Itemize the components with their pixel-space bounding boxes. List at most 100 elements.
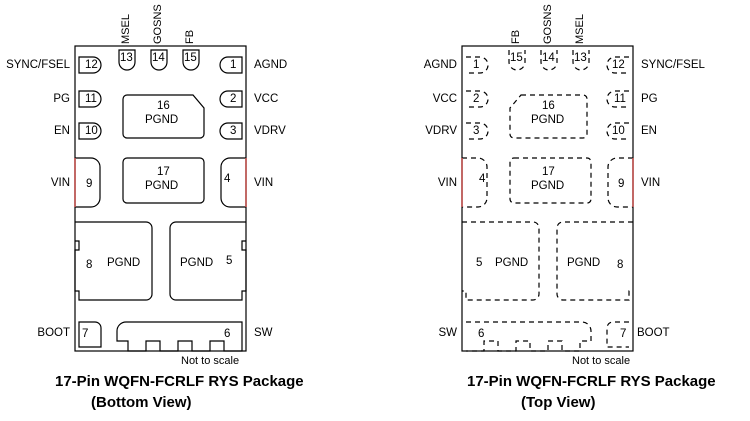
top-pad-17 <box>509 157 592 204</box>
top-pin-15 <box>508 50 526 71</box>
top-left-label-3: VDRV <box>425 125 457 137</box>
top-view <box>461 45 634 352</box>
bottom-pin-11 <box>78 90 102 108</box>
top-caption-line2: (Top View) <box>521 394 596 411</box>
bottom-pin-num-7: 7 <box>82 328 89 340</box>
top-right-label-11: PG <box>641 93 658 105</box>
bottom-pin-9 <box>75 157 101 208</box>
bottom-pin-12 <box>78 56 102 74</box>
top-top-label-15: FB <box>510 29 522 44</box>
top-pad-17-name: PGND <box>531 180 565 192</box>
top-pin-10 <box>606 122 629 140</box>
bottom-pin-num-1: 1 <box>230 59 237 71</box>
bottom-caption-line2: (Bottom View) <box>91 394 192 411</box>
top-pgnd-left <box>462 221 540 301</box>
top-right-label-10: EN <box>641 125 657 137</box>
bottom-right-label-1: AGND <box>254 59 288 71</box>
top-left-label-2: VCC <box>432 93 457 105</box>
top-pin-2 <box>466 90 489 108</box>
bottom-pin-3 <box>219 122 243 140</box>
bottom-pin-num-4: 4 <box>224 173 231 185</box>
bottom-pin-num-12: 12 <box>85 59 98 71</box>
bottom-pin-15 <box>182 49 200 71</box>
top-pad-16-num: 16 <box>542 100 555 112</box>
top-pin-num-8: 8 <box>617 259 624 271</box>
bottom-right-label-2: VCC <box>254 93 279 105</box>
bottom-left-label-7: BOOT <box>37 327 70 339</box>
top-pin-num-12: 12 <box>612 59 625 71</box>
top-pin-num-5: 5 <box>476 257 483 269</box>
bottom-top-label-13: MSEL <box>120 14 132 44</box>
bottom-pin-14 <box>150 49 168 71</box>
top-right-label-9: VIN <box>641 177 661 189</box>
top-pin-num-6: 6 <box>478 328 485 340</box>
bottom-package-outline <box>74 45 247 352</box>
bottom-left-label-11: PG <box>53 93 70 105</box>
top-pin-num-15: 15 <box>510 52 523 64</box>
top-pgnd-left-label: PGND <box>495 257 529 269</box>
top-pad-17-num: 17 <box>542 166 555 178</box>
bottom-pad-16-name: PGND <box>145 114 179 126</box>
bottom-pgnd-left-label: PGND <box>107 257 141 269</box>
top-pin-13 <box>572 50 590 71</box>
bottom-pin-1 <box>219 56 243 74</box>
top-pin-num-1: 1 <box>473 59 480 71</box>
bottom-pgnd-right-label: PGND <box>180 257 214 269</box>
bottom-pad-17-num: 17 <box>157 166 170 178</box>
bottom-pin-num-6: 6 <box>224 328 231 340</box>
top-pin-num-9: 9 <box>618 178 625 190</box>
bottom-pin-num-15: 15 <box>184 52 197 64</box>
bottom-pin-2 <box>219 90 243 108</box>
bottom-pin-4 <box>220 157 246 208</box>
top-pin-6-strip <box>466 321 592 352</box>
top-caption-line1: 17-Pin WQFN-FCRLF RYS Package <box>467 373 716 390</box>
bottom-pin-num-11: 11 <box>85 93 97 105</box>
bottom-caption-line1: 17-Pin WQFN-FCRLF RYS Package <box>55 373 304 390</box>
bottom-pin-num-8: 8 <box>86 259 93 271</box>
bottom-pad-17-name: PGND <box>145 180 179 192</box>
top-top-label-14: GOSNS <box>542 4 554 44</box>
top-left-label-4: VIN <box>437 177 457 189</box>
top-pad-16-name: PGND <box>531 114 565 126</box>
top-pin-12 <box>606 56 629 74</box>
bottom-pin-num-3: 3 <box>230 125 237 137</box>
top-left-label-1: AGND <box>423 59 457 71</box>
top-pad-16 <box>509 94 588 139</box>
top-pgnd-right-label: PGND <box>567 257 601 269</box>
bottom-pin-num-9: 9 <box>86 178 93 190</box>
bottom-pin-13 <box>118 49 136 71</box>
bottom-right-label-6: SW <box>254 327 273 339</box>
top-right-label-12: SYNC/FSEL <box>641 59 705 71</box>
top-pin-11 <box>606 90 629 108</box>
bottom-note: Not to scale <box>181 355 240 367</box>
top-pin-num-13: 13 <box>574 52 587 64</box>
bottom-pad-17 <box>122 157 205 204</box>
bottom-left-label-12: SYNC/FSEL <box>6 59 70 71</box>
bottom-pin-num-10: 10 <box>85 125 98 137</box>
bottom-top-label-14: GOSNS <box>152 4 164 44</box>
bottom-left-label-9: VIN <box>50 177 70 189</box>
bottom-pin-10 <box>78 122 102 140</box>
bottom-pgnd-left <box>74 221 153 301</box>
top-note: Not to scale <box>572 355 631 367</box>
top-pin-num-10: 10 <box>612 125 625 137</box>
top-pin-num-4: 4 <box>479 173 486 185</box>
top-package-outline <box>461 45 634 352</box>
bottom-pad-16-num: 16 <box>157 100 170 112</box>
bottom-pin-num-14: 14 <box>152 52 165 64</box>
bottom-left-label-10: EN <box>54 125 70 137</box>
bottom-right-label-4: VIN <box>254 177 274 189</box>
top-right-label-7: BOOT <box>637 327 670 339</box>
bottom-view <box>74 45 247 352</box>
top-top-label-13: MSEL <box>574 14 586 44</box>
top-pin-num-14: 14 <box>542 52 555 64</box>
top-pin-num-11: 11 <box>614 93 626 105</box>
bottom-pin-6-strip <box>116 321 243 352</box>
top-pin-num-2: 2 <box>473 93 480 105</box>
top-pin-7 <box>606 321 629 348</box>
bottom-pad-16 <box>122 94 205 139</box>
bottom-pgnd-right <box>169 221 247 301</box>
top-pin-num-3: 3 <box>473 125 480 137</box>
